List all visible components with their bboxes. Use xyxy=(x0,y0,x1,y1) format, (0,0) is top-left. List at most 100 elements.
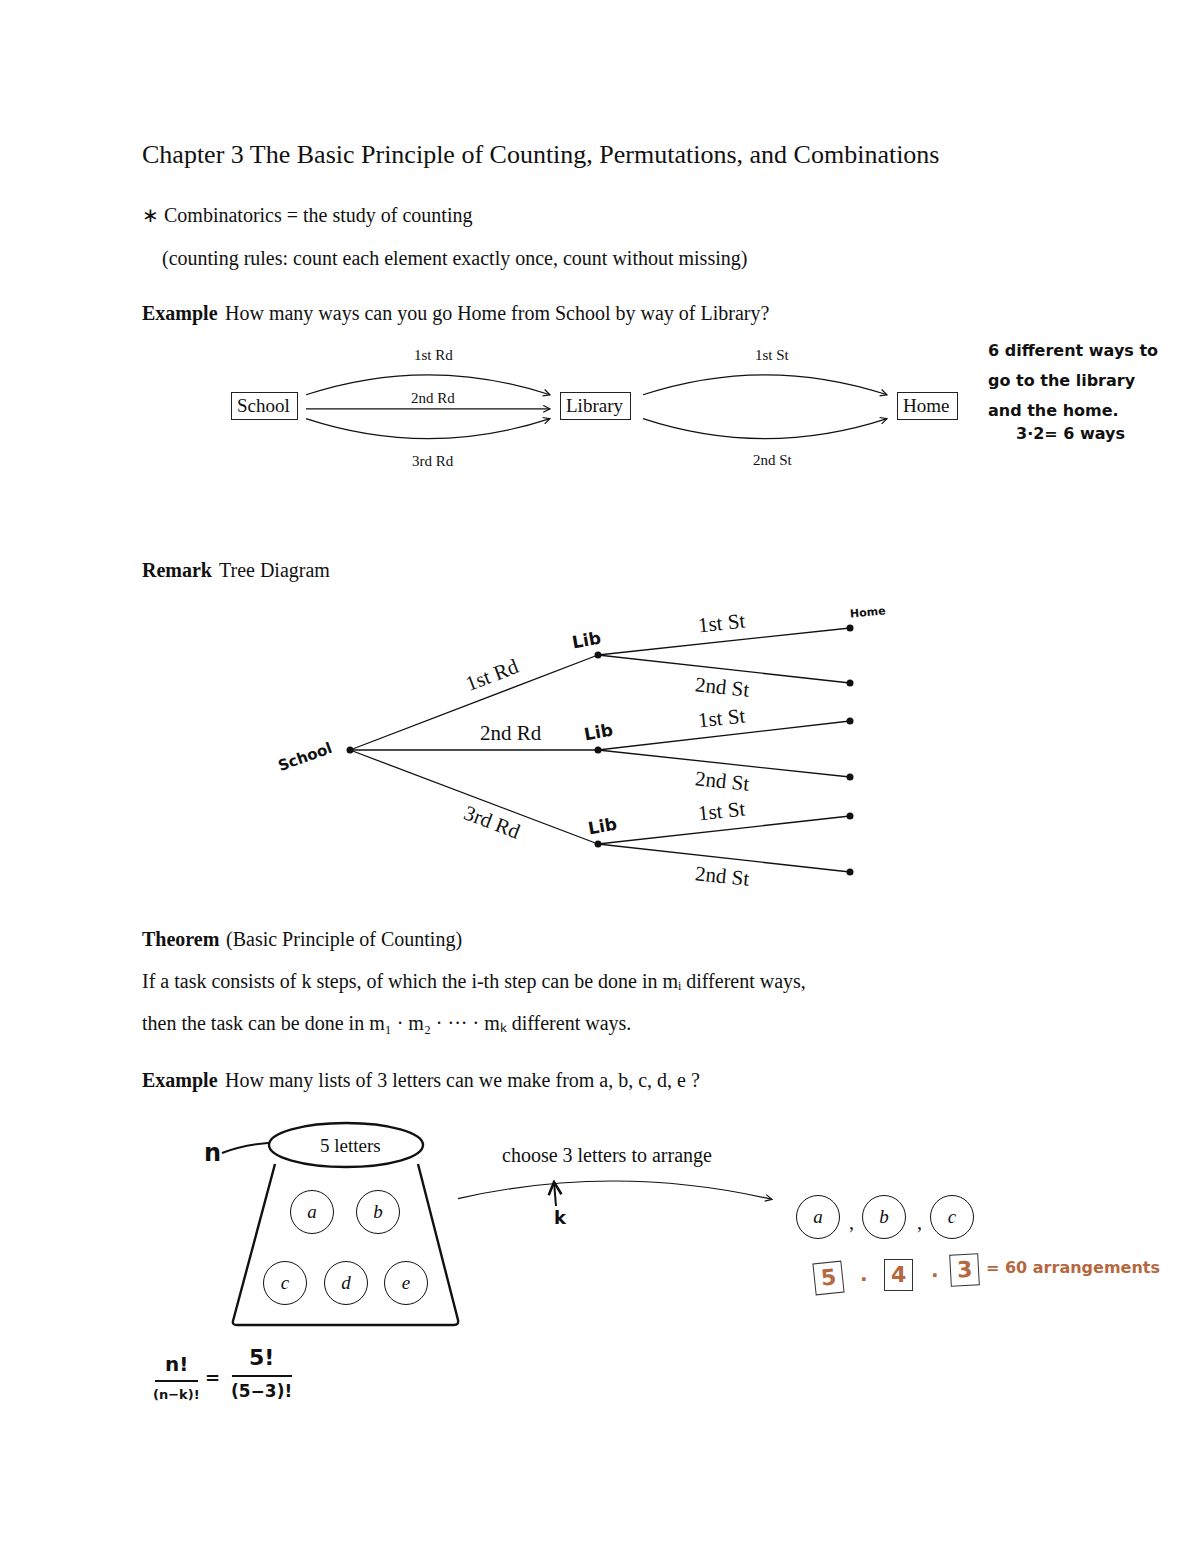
branch-label: 3rd Rd xyxy=(460,800,523,844)
tree-dot xyxy=(347,747,354,754)
letter: e xyxy=(402,1272,410,1294)
handwritten-note: 3·2= 6 ways xyxy=(1016,424,1125,443)
handwritten-note: 6 different ways to go to the library an… xyxy=(988,336,1173,426)
edge-label: 1st Rd xyxy=(412,347,455,364)
formula-part: n! xyxy=(165,1352,188,1376)
remark-heading: Remark xyxy=(142,558,212,582)
count-number: 3 xyxy=(956,1257,973,1283)
branch-label: 2nd St xyxy=(694,766,751,797)
count-number: 4 xyxy=(891,1262,906,1287)
handwritten-symbol: n xyxy=(204,1139,221,1168)
letter-circle: b xyxy=(862,1195,906,1239)
formula-part: 5! xyxy=(249,1345,274,1371)
branch-label: 1st St xyxy=(697,704,747,734)
tree-dot xyxy=(847,718,854,725)
place-box: School xyxy=(231,392,298,420)
tree-dot xyxy=(595,652,602,659)
remark-text: Tree Diagram xyxy=(219,558,330,582)
count-box: 5 xyxy=(812,1261,844,1296)
edge-label: choose 3 letters to arrange xyxy=(500,1144,714,1167)
letter-circle: b xyxy=(356,1190,400,1234)
letter-circle: d xyxy=(324,1261,368,1305)
separator: , xyxy=(849,1210,854,1234)
letter-circle: c xyxy=(930,1195,974,1239)
note-text: (counting rules: count each element exac… xyxy=(162,246,747,270)
letter-circle: a xyxy=(290,1190,334,1234)
letter: b xyxy=(373,1201,383,1223)
formula-part: = xyxy=(205,1367,220,1389)
separator: , xyxy=(917,1210,922,1234)
theorem-heading: Theorem xyxy=(142,927,219,951)
theorem-text: then the task can be done in m₁ · m₂ · ·… xyxy=(142,1011,631,1035)
handwritten-symbol: k xyxy=(554,1207,566,1229)
formula-part: (5−3)! xyxy=(231,1381,292,1401)
tree-branch xyxy=(350,749,598,750)
letter-jar: 5 letters a b c d e xyxy=(228,1118,464,1330)
letter: b xyxy=(879,1206,889,1228)
branch-label: 2nd St xyxy=(694,672,751,703)
letter: d xyxy=(341,1272,351,1294)
jar-body xyxy=(233,1164,458,1325)
letter-circle: a xyxy=(796,1195,840,1239)
node-label: Library xyxy=(566,395,623,416)
multiply-dot: · xyxy=(860,1267,868,1291)
place-box: Home xyxy=(897,392,958,420)
tree-node-label: Lib xyxy=(586,814,618,839)
theorem-name: (Basic Principle of Counting) xyxy=(226,927,462,951)
bullet-text: ∗ Combinatorics = the study of counting xyxy=(142,203,472,227)
tree-diagram xyxy=(350,628,850,872)
tree-node-label: Home xyxy=(849,604,886,620)
branch-label: 1st St xyxy=(697,797,747,827)
edge-label: 1st St xyxy=(753,347,791,364)
letter: a xyxy=(307,1201,317,1223)
letter: c xyxy=(948,1206,956,1228)
tree-dot xyxy=(847,680,854,687)
tree-dot xyxy=(847,813,854,820)
tree-dot xyxy=(847,774,854,781)
count-box: 3 xyxy=(949,1253,980,1286)
tree-dot xyxy=(847,625,854,632)
tree-dots xyxy=(347,625,854,876)
example-heading: Example xyxy=(142,301,218,325)
node-label: School xyxy=(237,395,290,416)
tree-dot xyxy=(595,841,602,848)
jar-opening xyxy=(269,1123,423,1167)
branch-label: 2nd Rd xyxy=(480,721,541,746)
branch-label: 1st St xyxy=(697,609,747,639)
connector xyxy=(306,419,550,439)
letter: a xyxy=(813,1206,823,1228)
connector xyxy=(458,1181,772,1199)
letter-circle: c xyxy=(263,1261,307,1305)
node-label: Home xyxy=(903,395,949,416)
example-text: How many ways can you go Home from Schoo… xyxy=(225,301,769,325)
connector xyxy=(643,419,887,439)
count-number: 5 xyxy=(820,1264,838,1290)
tree-dot xyxy=(595,747,602,754)
branch-label: 1st Rd xyxy=(462,654,522,697)
connector xyxy=(306,408,550,409)
edge-label: 3rd Rd xyxy=(410,453,455,470)
branch-label: 2nd St xyxy=(694,861,751,892)
page-title: Chapter 3 The Basic Principle of Countin… xyxy=(142,140,939,170)
fraction-bar xyxy=(155,1380,198,1382)
multiply-dot: · xyxy=(931,1263,939,1287)
tree-branch xyxy=(350,750,598,844)
fraction-bar xyxy=(232,1375,292,1377)
theorem-text: If a task consists of k steps, of which … xyxy=(142,969,806,993)
letter: c xyxy=(281,1272,289,1294)
node-label: 5 letters xyxy=(320,1135,381,1158)
connector xyxy=(643,375,887,395)
tree-branch xyxy=(350,655,598,750)
edge-label: 2nd Rd xyxy=(409,390,457,407)
tree-node-label: Lib xyxy=(570,628,602,653)
handwritten-result: = 60 arrangements xyxy=(986,1258,1160,1277)
formula-part: (n−k)! xyxy=(153,1387,200,1403)
letter-circle: e xyxy=(384,1261,428,1305)
example-heading: Example xyxy=(142,1068,218,1092)
leader-arrow xyxy=(554,1182,556,1206)
count-box: 4 xyxy=(884,1259,913,1291)
example-text: How many lists of 3 letters can we make … xyxy=(225,1068,700,1092)
